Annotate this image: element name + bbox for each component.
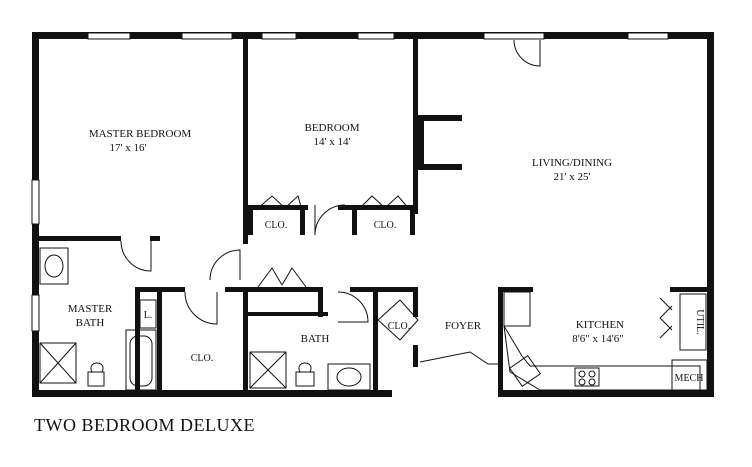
bath-label: BATH: [301, 333, 330, 345]
closet-left-label: CLO.: [265, 220, 288, 231]
fixtures: [39, 247, 708, 391]
bedroom-label: BEDROOM: [304, 122, 359, 134]
bedroom-size: 14' x 14': [314, 136, 351, 148]
foyer-label: FOYER: [445, 320, 482, 332]
windows: [31, 32, 669, 332]
living-dining-label: LIVING/DINING: [532, 157, 612, 169]
master-bedroom-label: MASTER BEDROOM: [89, 128, 192, 140]
closet-center-label: CLO.: [191, 353, 214, 364]
master-bath-label-line2: BATH: [76, 317, 105, 329]
master-bedroom-size: 17' x 16': [110, 142, 147, 154]
kitchen-size: 8'6" x 14'6": [572, 333, 623, 345]
interior-walls: [39, 39, 707, 397]
plan-title: TWO BEDROOM DELUXE: [34, 415, 255, 435]
linen-label: L.: [144, 310, 153, 321]
closet-foyer-label: CLO.: [388, 321, 411, 332]
doors: [120, 39, 541, 365]
utility-label: UTIL.: [694, 309, 705, 334]
master-bath-label-line1: MASTER: [68, 303, 113, 315]
mech-label: MECH: [675, 373, 704, 384]
kitchen-label: KITCHEN: [576, 319, 624, 331]
closet-right-label: CLO.: [374, 220, 397, 231]
living-dining-size: 21' x 25': [554, 171, 591, 183]
